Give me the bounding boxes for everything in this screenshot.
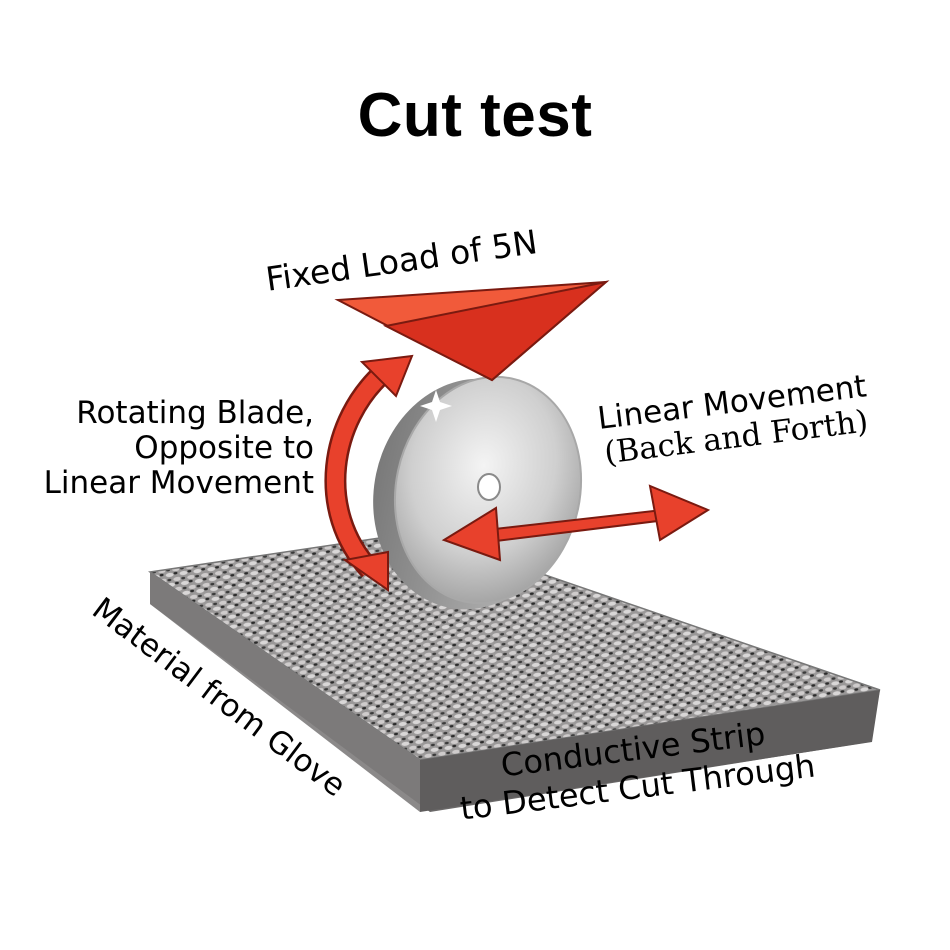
sparkle-icon [420,390,452,422]
rotation-arrow-head-bottom [342,550,389,592]
rotation-arrow-head-top [359,354,414,398]
slab-left-side [150,572,420,812]
rotation-arrow-body [326,365,390,576]
load-wedge-front [382,280,610,382]
rotating-blade [373,375,583,610]
blade-hole [477,473,501,501]
rotating-blade-label: Rotating Blade, Opposite to Linear Movem… [43,395,314,501]
linear-movement-arrow [441,484,711,562]
rotation-arrow [324,354,414,592]
page-title: Cut test [357,81,593,150]
material-from-glove-slab [148,531,881,812]
fixed-load-wedge [334,280,610,382]
slab-front-side [420,690,880,812]
linear-arrow-head-right [648,484,711,542]
linear-arrow-head-left [441,506,502,562]
